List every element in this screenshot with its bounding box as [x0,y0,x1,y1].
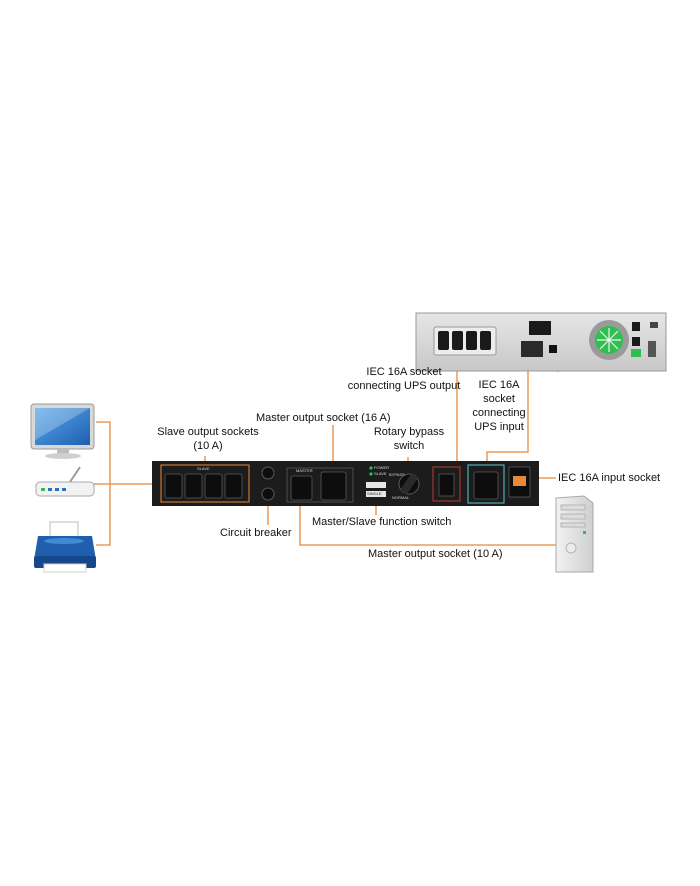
panel-slave-led-text: SLAVE [374,471,387,476]
ups-input-socket-label-line3: connecting [472,407,526,419]
router-icon [35,466,95,497]
iec-input-socket-label: IEC 16A input socket [558,472,661,484]
ups-input-socket-label-line4: UPS input [474,421,524,433]
panel-text: SLAVE MASTER POWER SLAVE SINGLE BYPASS N… [197,465,410,500]
master-socket-16a-label: Master output socket (16 A) [256,412,391,424]
rotary-bypass-label-line1: Rotary bypass [373,426,445,438]
ups-input-socket-label-line2: socket [483,393,515,405]
tower-pc-icon [555,495,594,573]
printer-icon [34,521,96,573]
rotary-bypass-label-line2: switch [393,440,425,452]
panel-single-text: SINGLE [367,491,382,496]
ups-input-socket-label: IEC 16A socket connecting UPS input [464,378,534,434]
panel-master-text: MASTER [296,468,313,473]
ups-input-socket-label-line1: IEC 16A [478,379,520,391]
line-master10 [299,492,556,546]
rotary-bypass-label: Rotary bypass switch [366,425,452,453]
circuit-breaker-label: Circuit breaker [220,527,292,539]
line-devices-to-slave [86,421,160,546]
panel-normal-text: NORMAL [392,495,410,500]
panel-bypass-text: BYPASS [389,472,405,477]
ups-unit [415,312,667,372]
bypass-panel [152,461,539,506]
ups-output-socket-label-line2: connecting UPS output [347,380,461,392]
monitor-icon [30,403,95,459]
slave-sockets-label-line1: Slave output sockets [157,426,259,438]
slave-sockets-label: Slave output sockets (10 A) [148,425,268,453]
panel-power-text: POWER [374,465,389,470]
ups-output-socket-label: IEC 16A socket connecting UPS output [344,365,464,393]
master-socket-10a-label: Master output socket (10 A) [368,548,503,560]
panel-slave-text: SLAVE [197,466,210,471]
ups-output-socket-label-line1: IEC 16A socket [366,366,442,378]
slave-sockets-label-line2: (10 A) [193,440,223,452]
master-slave-switch-label: Master/Slave function switch [312,516,452,528]
